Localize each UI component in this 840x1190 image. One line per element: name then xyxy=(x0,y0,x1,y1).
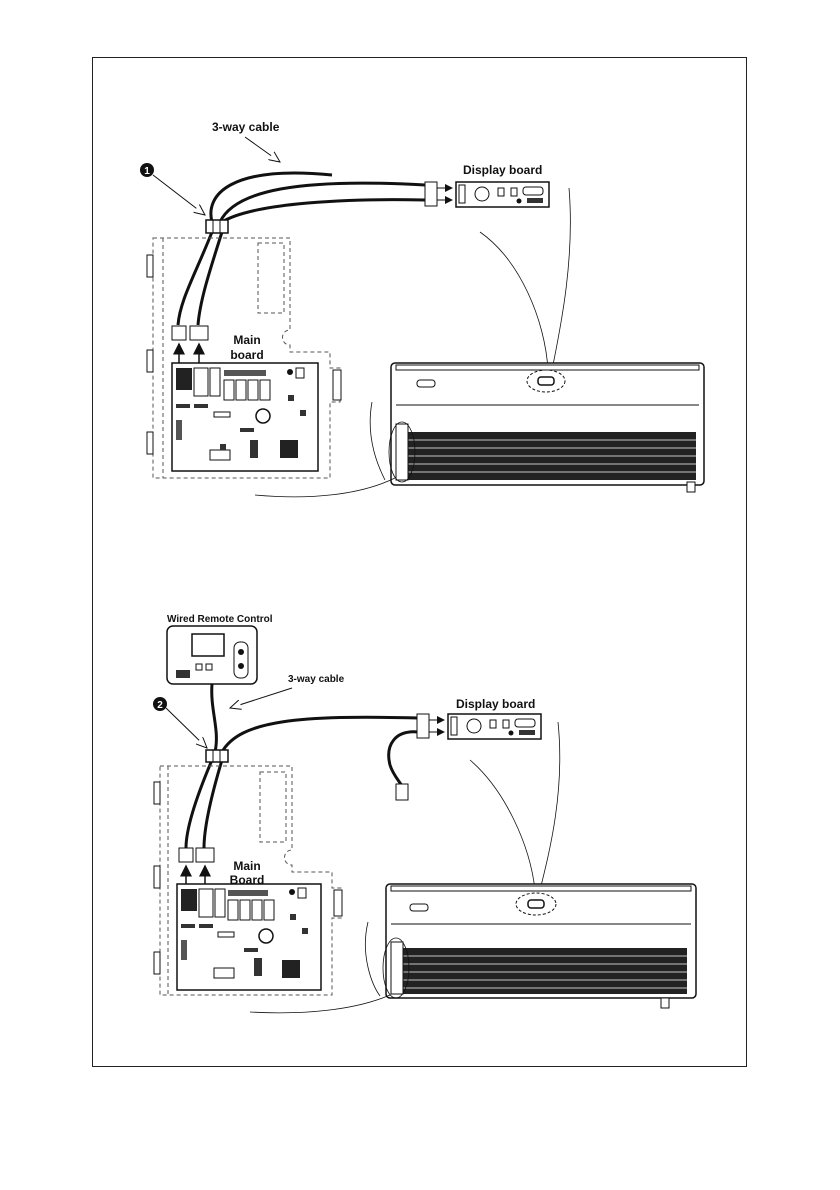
three-way-cable xyxy=(186,684,418,848)
three-way-cable xyxy=(178,173,425,325)
callout-2: 2 xyxy=(153,697,207,748)
callout-1: 1 xyxy=(140,163,205,215)
cable-clamp xyxy=(206,220,228,233)
indoor-unit xyxy=(391,363,704,492)
main-board-label-1: Main xyxy=(233,859,260,873)
cable-pointer xyxy=(245,137,280,162)
display-board xyxy=(417,714,541,739)
display-board-label: Display board xyxy=(456,697,535,711)
spare-connector xyxy=(396,784,408,800)
diagram-top: 3-way cable 1 Display board xyxy=(140,120,704,497)
display-board xyxy=(425,182,549,207)
remote-label: Wired Remote Control xyxy=(167,614,273,625)
cable-label: 3-way cable xyxy=(288,674,345,685)
cable-pointer xyxy=(230,688,292,708)
svg-text:2: 2 xyxy=(157,700,163,711)
cable-label: 3-way cable xyxy=(212,120,280,134)
cable-clamp xyxy=(206,750,228,762)
board-connectors xyxy=(172,326,208,366)
diagram-bottom: Wired Remote Control 3-way cable 2 xyxy=(153,614,696,1013)
wired-remote-control xyxy=(167,626,257,684)
display-board-label: Display board xyxy=(463,163,542,177)
main-board xyxy=(172,363,318,471)
indoor-unit xyxy=(386,884,696,1008)
main-board-label-2: board xyxy=(230,348,263,362)
main-board xyxy=(177,884,321,990)
board-connectors xyxy=(179,848,214,886)
main-board-label-1: Main xyxy=(233,333,260,347)
svg-text:1: 1 xyxy=(144,166,150,177)
